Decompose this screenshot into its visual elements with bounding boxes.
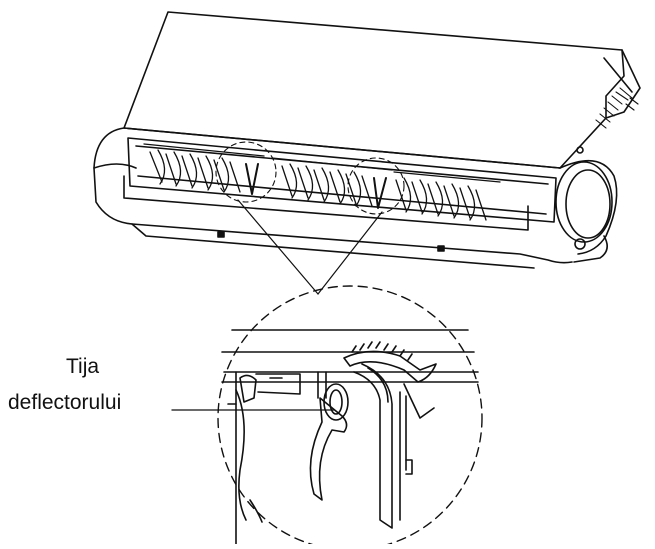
detail-circle-right xyxy=(347,157,405,215)
indoor-unit xyxy=(93,11,641,269)
detail-circle-left xyxy=(215,141,277,203)
louver-blades xyxy=(143,143,501,221)
side-grille xyxy=(595,87,639,129)
air-outlet xyxy=(127,137,557,223)
zoom-guide-lines xyxy=(237,199,383,295)
unit-bottom-panel xyxy=(131,223,535,269)
magnified-detail xyxy=(217,285,483,549)
callout-label-line2: deflectorului xyxy=(8,391,122,414)
callout-label-line1: Tija xyxy=(66,355,100,378)
zoom-circle xyxy=(217,285,483,549)
end-cap-ellipse xyxy=(555,161,613,243)
